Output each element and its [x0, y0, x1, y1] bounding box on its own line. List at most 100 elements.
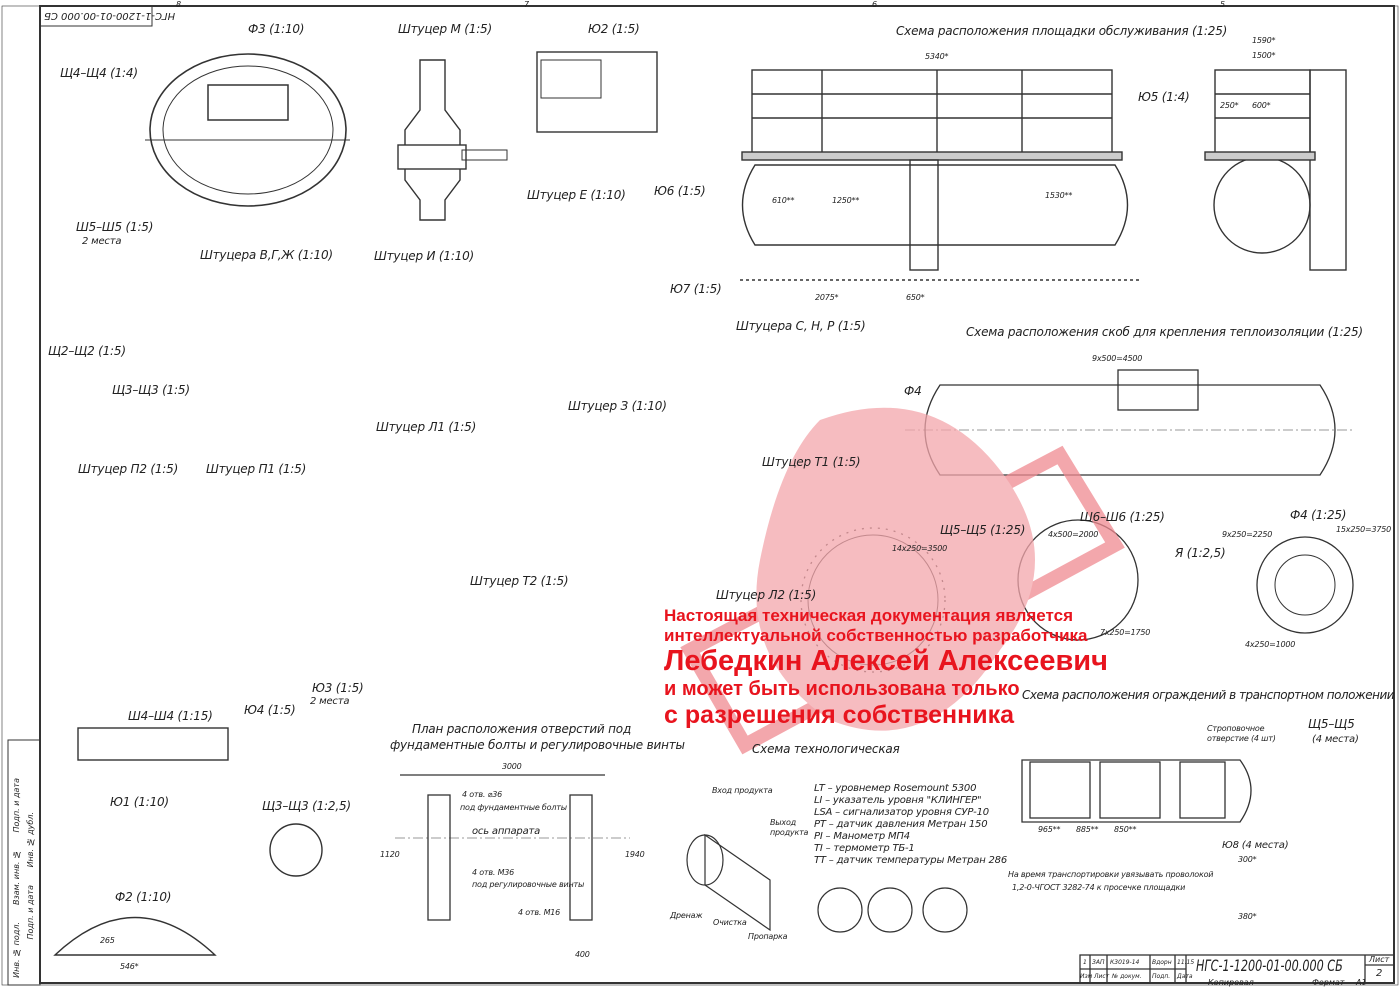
view-title: Ф3 (1:10)	[248, 22, 305, 36]
dimension: 250*	[1220, 101, 1239, 110]
side-stamp-cell: Инв. № подл.	[12, 922, 21, 978]
change-doc: К3019-14	[1110, 959, 1140, 966]
view-title: Схема расположения скоб для крепления те…	[966, 325, 1363, 339]
view-title: Схема технологическая	[752, 742, 900, 756]
sheet-frame	[39, 5, 1395, 984]
side-stamp-cell: Взам. инв. №	[12, 850, 21, 905]
legend-item: TT – датчик температуры Метран 286	[814, 855, 1008, 866]
note: Выход продукта	[770, 818, 809, 837]
change-sign: Вдорн	[1152, 959, 1172, 966]
view-title: Штуцер М (1:5)	[398, 22, 492, 36]
zone-label: 6	[872, 0, 878, 9]
fence-view	[1021, 759, 1252, 823]
view-title: Я (1:2,5)	[1175, 546, 1226, 560]
instrument-legend: LT – уровнемер Rosemount 5300 LI – указа…	[814, 783, 1007, 867]
dimension: 5340*	[925, 52, 949, 61]
view-note: 2 места	[82, 236, 122, 247]
legend-item: LSA – сигнализатор уровня СУР-10	[814, 807, 989, 818]
sheet-label: Лист	[1369, 955, 1390, 964]
view-title: Штуцера В,Г,Ж (1:10)	[200, 248, 333, 262]
dimension: 380*	[1238, 912, 1257, 921]
side-stamp-box	[7, 739, 41, 986]
note: ось аппарата	[472, 826, 541, 837]
format-label: Формат	[1312, 978, 1345, 987]
sheet-number: 2	[1376, 968, 1383, 979]
view-title: План расположения отверстий под	[412, 722, 632, 736]
view-title: Ю4 (1:5)	[244, 703, 296, 717]
title-block-lines	[1079, 954, 1395, 984]
dimension: 4x500=2000	[1048, 530, 1099, 539]
note: Очистка	[713, 918, 747, 927]
view-title: Штуцер Т1 (1:5)	[762, 455, 861, 469]
dimension: 965**	[1038, 825, 1061, 834]
dimension: 2075*	[815, 293, 839, 302]
note: 4 отв. ⌀36	[462, 790, 502, 799]
view-title: Ф4 (1:25)	[1290, 508, 1347, 522]
side-stamp-cell: Подп. и дата	[12, 778, 21, 833]
view-title: Щ3–Щ3 (1:5)	[112, 383, 190, 397]
dimension: 600*	[1252, 101, 1271, 110]
note: Пропарка	[748, 932, 788, 941]
legend-item: TI – термометр ТБ-1	[814, 843, 915, 854]
legend-item: LT – уровнемер Rosemount 5300	[814, 783, 977, 794]
col-izm: Изм	[1080, 973, 1093, 980]
dimension: 650*	[906, 293, 925, 302]
view-title: Щ3–Щ3 (1:2,5)	[262, 799, 351, 813]
watermark-line: Лебедкин Алексей Алексеевич	[664, 645, 1108, 678]
zone-label: 7	[524, 0, 530, 9]
platform-view	[740, 69, 1347, 281]
side-stamp-cell: Подп. и дата	[26, 885, 35, 940]
zone-label: 5	[1220, 0, 1226, 9]
view-note: 2 места	[310, 696, 350, 707]
watermark-line: и может быть использована только	[664, 678, 1020, 701]
dimension: 3000	[502, 762, 522, 771]
view-title: Ш5–Ш5 (1:5)	[76, 220, 154, 234]
watermark-stamp-shape	[680, 407, 1125, 755]
dimension: 9x250=2250	[1222, 530, 1273, 539]
view-title: Ш6–Ш6 (1:25)	[1080, 510, 1165, 524]
watermark-line: Настоящая техническая документация являе…	[664, 606, 1074, 625]
view-title: Ю2 (1:5)	[588, 22, 640, 36]
view-title: Ф4	[904, 384, 922, 398]
dimension: 9x500=4500	[1092, 354, 1143, 363]
dimension: 400	[575, 950, 590, 959]
dimension: 15x250=3750	[1336, 525, 1392, 534]
dimension: 546*	[120, 962, 139, 971]
view-title: Штуцер Т2 (1:5)	[470, 574, 569, 588]
copied-label: Копировал	[1208, 978, 1254, 987]
view-title: Штуцер Л1 (1:5)	[376, 420, 477, 434]
note: Дренаж	[670, 911, 703, 920]
corner-code-box	[39, 5, 153, 27]
note: под регулировочные винты	[472, 880, 585, 889]
note: Строповочное отверстие (4 шт)	[1207, 724, 1276, 743]
note: Вход продукта	[712, 786, 773, 795]
dimension: 850**	[1114, 825, 1137, 834]
change-date: 11.15	[1177, 959, 1195, 966]
dimension: 1120	[380, 850, 400, 859]
format-value: А1	[1356, 978, 1367, 987]
view-title: Штуцер П2 (1:5)	[78, 462, 179, 476]
legend-item: LI – указатель уровня "КЛИНГЕР"	[814, 795, 982, 806]
view-title: Штуцер И (1:10)	[374, 249, 475, 263]
watermark-line: с разрешения собственника	[664, 701, 1015, 730]
dimension: 1250**	[832, 196, 860, 205]
col-list: Лист	[1094, 973, 1110, 980]
view-note: Ю8 (4 места)	[1222, 840, 1289, 851]
view-title: Ю7 (1:5)	[670, 282, 722, 296]
col-doc: № докум.	[1112, 973, 1142, 980]
note: под фундаментные болты	[460, 803, 567, 812]
legend-item: PT – датчик давления Метран 150	[814, 819, 988, 830]
view-title: Штуцера С, Н, Р (1:5)	[736, 319, 866, 333]
view-title: Штуцер Е (1:10)	[527, 188, 626, 202]
note: 1,2-0-ЧГОСТ 3282-74 к просечке площадки	[1012, 883, 1186, 892]
view-title: Ш4–Ш4 (1:15)	[128, 709, 213, 723]
dimension: 265	[100, 936, 115, 945]
side-stamp-cell: Инв. № дубл.	[26, 812, 35, 868]
note: 4 отв. М16	[518, 908, 561, 917]
col-date: Дата	[1177, 973, 1193, 980]
dimension: 7x250=1750	[1100, 628, 1151, 637]
col-sign: Подп.	[1152, 973, 1171, 980]
view-title: Схема расположения площадки обслуживания…	[896, 24, 1228, 38]
